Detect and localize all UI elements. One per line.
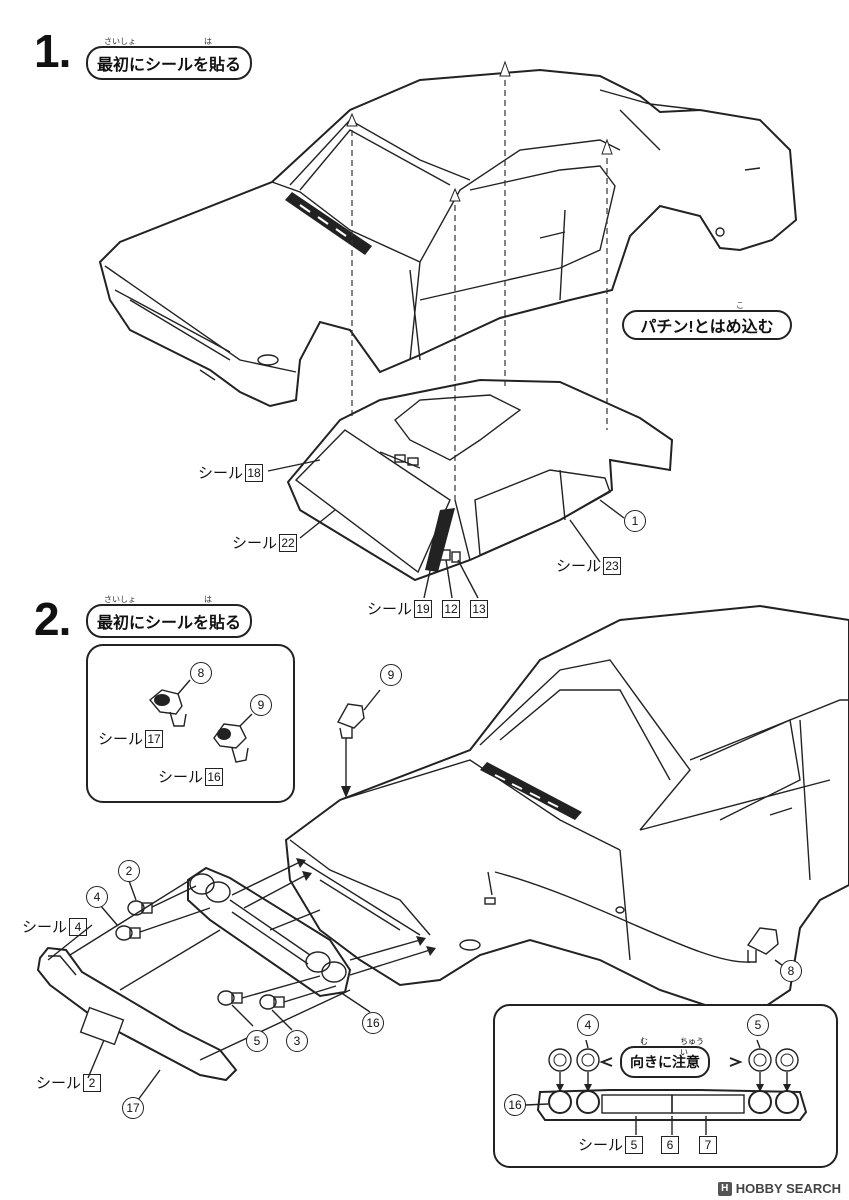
part-number-3: 3 [286, 1030, 308, 1052]
seal-number-16: 16 [205, 767, 224, 786]
seal-number-13: 13 [470, 599, 489, 618]
seal-number-17: 17 [145, 729, 164, 748]
step2-ruby-right: は [204, 595, 212, 604]
note-ruby-left: む [640, 1037, 648, 1046]
part-number-5: 5 [246, 1030, 268, 1052]
mirror-inset-box [86, 644, 295, 803]
note-ruby-right: ちゅうい [680, 1037, 704, 1057]
seal-number-6: 6 [661, 1135, 680, 1154]
step1-number: 1. [34, 25, 71, 77]
inset-part-number-4: 4 [577, 1014, 599, 1036]
snap-note: パチン!とはめ込む [640, 319, 774, 336]
step2-heading: 最初にシールを貼る [97, 615, 242, 632]
grille-inset-box [493, 1004, 838, 1168]
lamp-parts [115, 900, 285, 1010]
mirror-part-9 [336, 689, 381, 798]
mirror-part-8 [484, 871, 787, 969]
inset-part-number-16: 16 [504, 1094, 526, 1116]
part-number-8: 8 [780, 960, 802, 982]
step1-ruby-left: さいしょ [104, 37, 136, 46]
guide-lines-step1 [346, 60, 613, 500]
seal-word: シール [578, 1137, 624, 1154]
seal-word: シール [22, 919, 68, 936]
snap-note-pill: こ パチン!とはめ込む [622, 301, 792, 340]
step1-ruby-right: は [204, 37, 212, 46]
hood-stripe-decal [285, 192, 372, 255]
seal-number-12: 12 [442, 599, 461, 618]
seal-label-4: シール 4 [22, 916, 88, 937]
part-number-2: 2 [118, 860, 140, 882]
seal-number-18: 18 [245, 463, 264, 482]
car-body-step1 [98, 68, 798, 408]
leader-lines-step1 [267, 459, 625, 599]
car-body-step2 [284, 604, 849, 1011]
part-number-16: 16 [362, 1012, 384, 1034]
part-number-9: 9 [380, 664, 402, 686]
watermark-text: HOBBY SEARCH [735, 1181, 841, 1196]
step1-heading-pill: さいしょ は 最初にシールを貼る [86, 37, 252, 80]
window-part-step1 [286, 378, 674, 582]
orientation-note: む ちゅうい 向きに注意 [620, 1037, 710, 1078]
seal-label-18: シール 18 [198, 462, 264, 483]
seal-word: シール [232, 535, 278, 552]
watermark-logo-icon: H [717, 1181, 732, 1196]
grille-part [187, 866, 352, 998]
assembly-arrows-step2 [69, 858, 436, 1061]
seal-word: シール [198, 465, 244, 482]
seal-label-16: シール 16 [158, 766, 224, 787]
watermark: H HOBBY SEARCH [717, 1181, 841, 1196]
seal-label-17: シール 17 [98, 728, 164, 749]
inset-seal-labels: シール 5 6 7 [578, 1134, 718, 1155]
bumper-part [36, 946, 238, 1082]
part-number-9-inset: 9 [250, 694, 272, 716]
seal-word: シール [556, 558, 602, 575]
part-number-17: 17 [122, 1097, 144, 1119]
seal-label-2: シール 2 [36, 1072, 102, 1093]
step1-heading: 最初にシールを貼る [97, 57, 242, 74]
seal-number-22: 22 [279, 533, 298, 552]
step2-number: 2. [34, 593, 71, 645]
seal-label-22: シール 22 [232, 532, 298, 553]
seal-word: シール [367, 601, 413, 618]
orientation-note-text: 向きに注意 [630, 1054, 700, 1070]
seal-number-2: 2 [83, 1073, 102, 1092]
seal-number-5: 5 [625, 1135, 644, 1154]
step2-ruby-left: さいしょ [104, 595, 136, 604]
hood-stripe-decal-step2 [480, 762, 582, 820]
part-number-4: 4 [86, 886, 108, 908]
part-number-8-inset: 8 [190, 662, 212, 684]
seal-number-19: 19 [414, 599, 433, 618]
step2-heading-pill: さいしょ は 最初にシールを貼る [86, 595, 252, 638]
part-number-1: 1 [624, 510, 646, 532]
seal-word: シール [98, 731, 144, 748]
seal-label-19-12-13: シール 19 12 13 [367, 598, 489, 619]
seal-word: シール [36, 1075, 82, 1092]
seal-label-23: シール 23 [556, 555, 622, 576]
seal-number-7: 7 [699, 1135, 718, 1154]
seal-word: シール [158, 769, 204, 786]
inset-part-number-5: 5 [747, 1014, 769, 1036]
snap-note-ruby: こ [736, 301, 744, 310]
seal-number-23: 23 [603, 556, 622, 575]
seal-number-4: 4 [69, 917, 88, 936]
leader-lines-step2 [47, 877, 371, 1101]
